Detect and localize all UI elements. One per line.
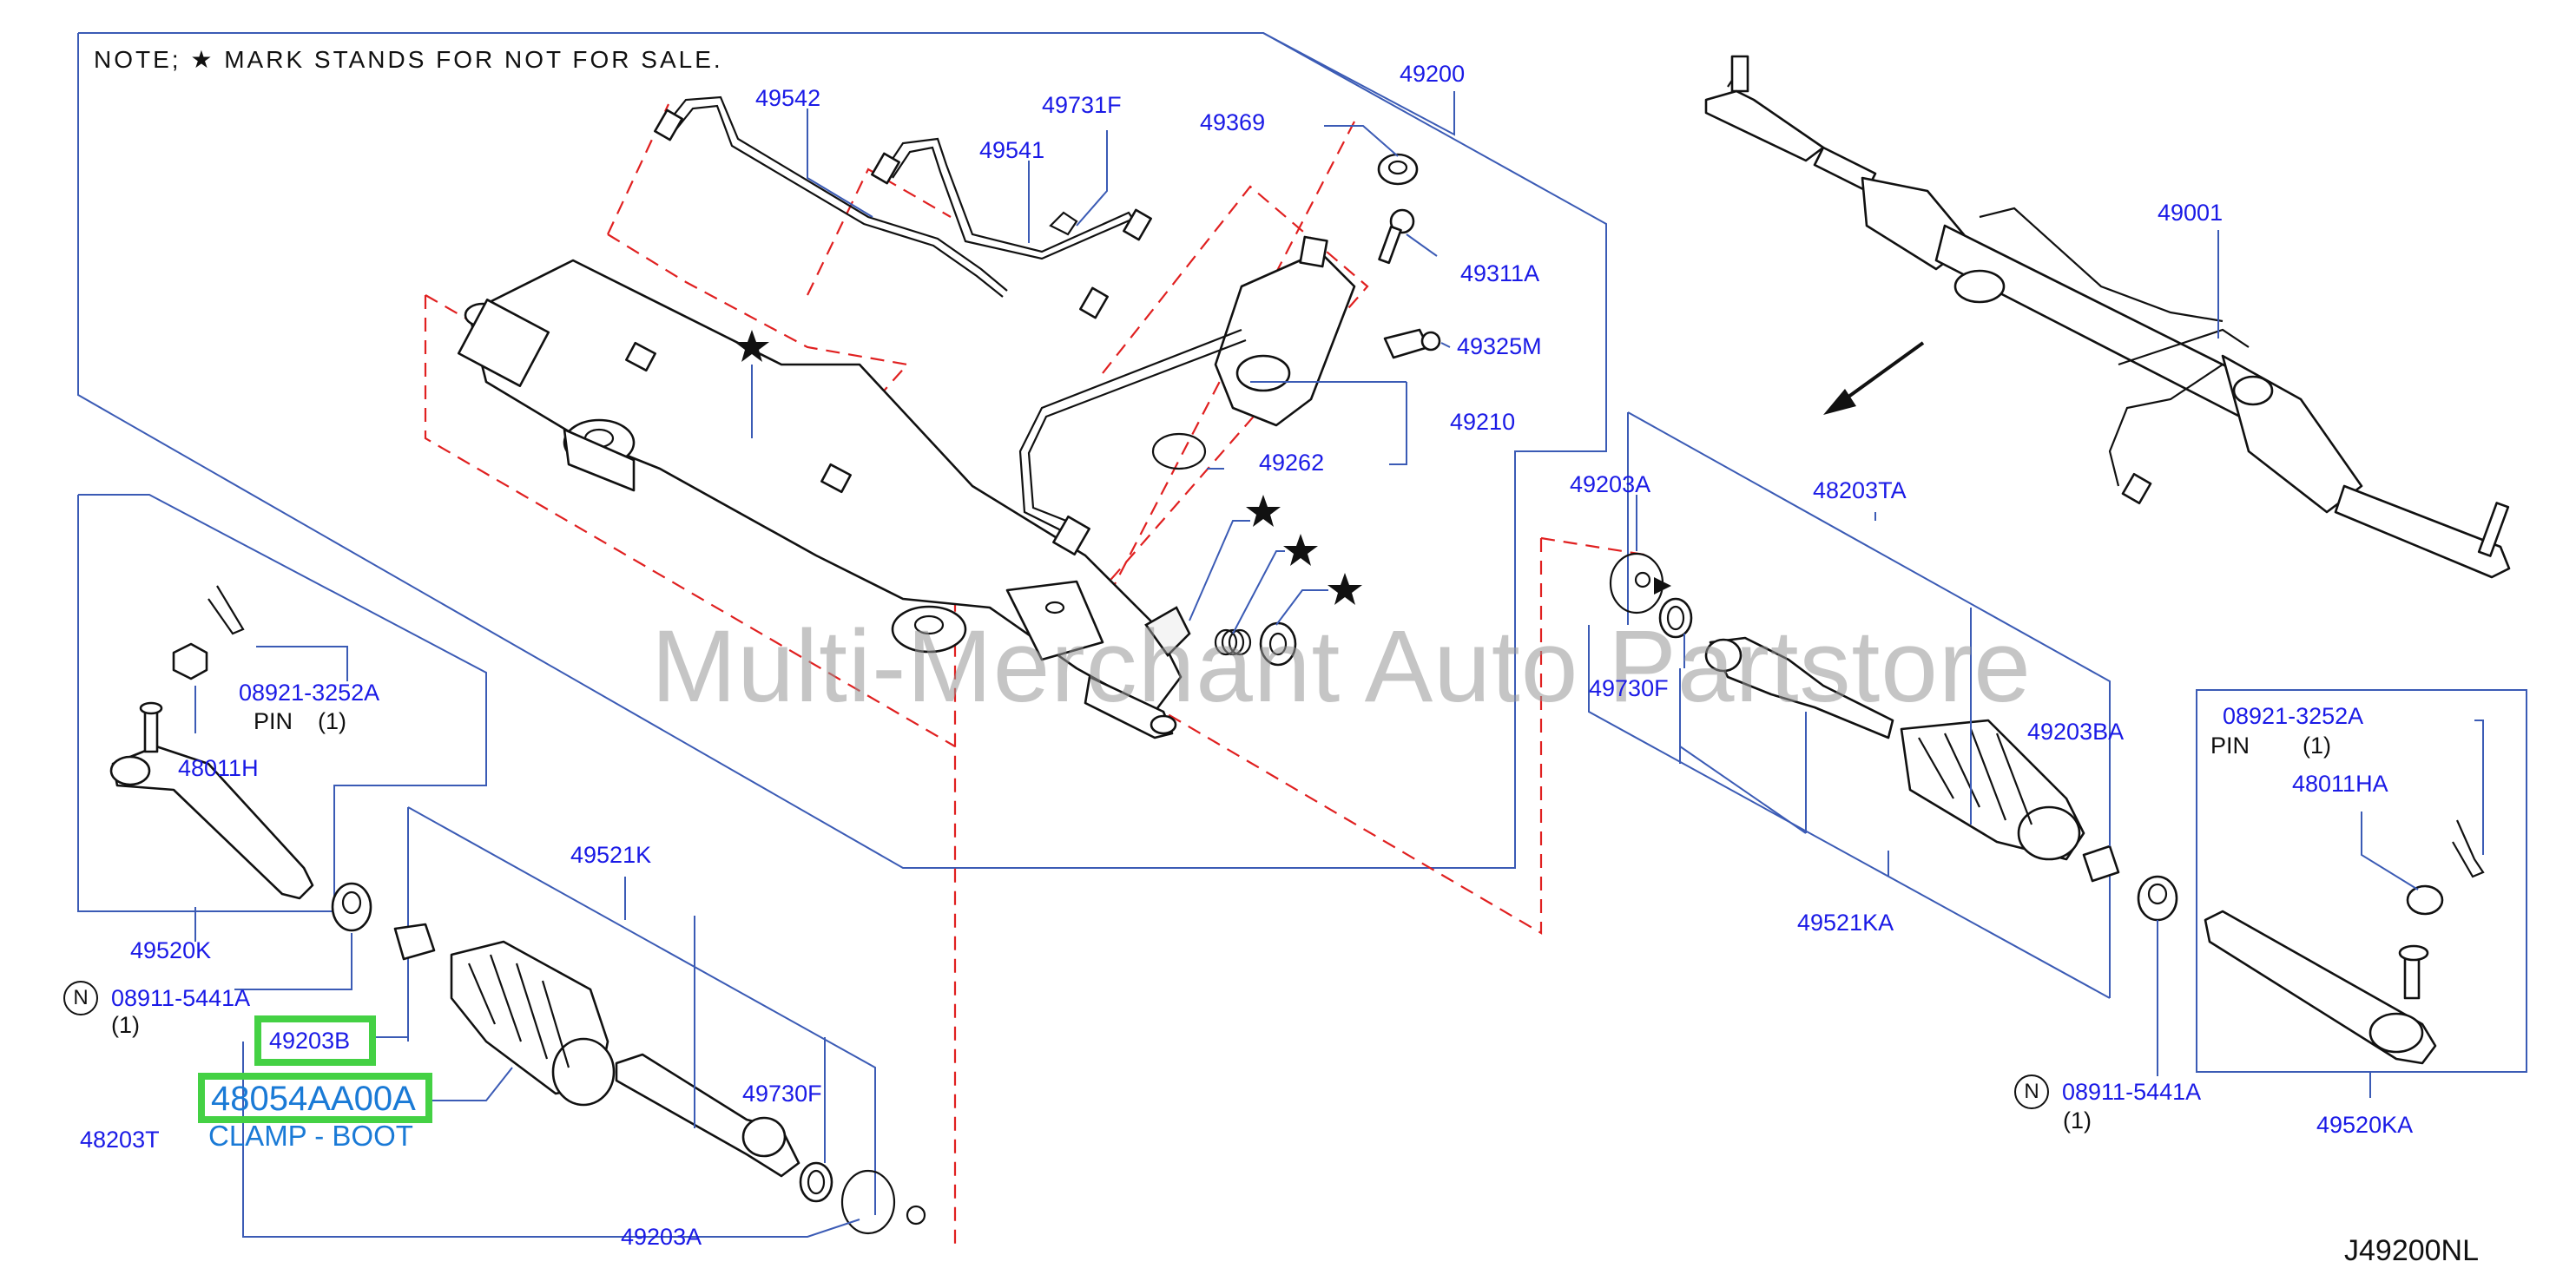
highlight-box-49203b	[254, 1015, 376, 1066]
clamp-49203b	[393, 923, 436, 961]
label-qty-left: (1)	[111, 1012, 140, 1038]
label-08921-left[interactable]: 08921-3252A	[239, 680, 380, 706]
star-mark-rack	[735, 330, 769, 362]
nut-48011h	[172, 642, 208, 680]
label-49730f-right[interactable]: 49730F	[1589, 675, 1669, 701]
part-number-link[interactable]: 48054AA00A	[211, 1080, 416, 1118]
label-08911-left[interactable]: 08911-5441A	[111, 985, 251, 1011]
label-49542[interactable]: 49542	[755, 85, 821, 111]
label-49001[interactable]: 49001	[2158, 200, 2224, 226]
label-49521ka[interactable]: 49521KA	[1797, 910, 1894, 936]
circle-n-left: N	[63, 981, 98, 1015]
group-outline-49200	[77, 32, 1607, 869]
label-49210[interactable]: 49210	[1450, 409, 1516, 435]
label-49521k[interactable]: 49521K	[570, 842, 652, 868]
label-49731f[interactable]: 49731F	[1042, 92, 1122, 118]
label-49203a-right[interactable]: 49203A	[1570, 471, 1651, 497]
steering-rack-housing	[457, 259, 1183, 739]
part-description: CLAMP - BOOT	[208, 1120, 413, 1152]
label-49203b[interactable]: 49203B	[269, 1028, 351, 1054]
group-outline-49520ka	[2196, 689, 2527, 1073]
label-49262[interactable]: 49262	[1259, 450, 1325, 476]
spring-part	[1214, 628, 1252, 656]
hydraulic-lines	[654, 95, 1152, 319]
label-48011h[interactable]: 48011H	[178, 755, 259, 781]
nut-48011ha	[2406, 884, 2444, 916]
label-08921-right[interactable]: 08921-3252A	[2223, 703, 2364, 729]
watermark: Multi-Merchant Auto Partstore	[651, 609, 2032, 724]
label-49520ka[interactable]: 49520KA	[2316, 1112, 2414, 1138]
left-outer-parts	[109, 585, 926, 1235]
fitting-49325m	[1383, 328, 1441, 359]
label-49311a[interactable]: 49311A	[1460, 260, 1540, 286]
clamp-49203ba	[2082, 844, 2120, 883]
label-qty-right: (1)	[2063, 1107, 2092, 1134]
label-49520k[interactable]: 49520K	[130, 937, 212, 963]
ring-49730f-right	[1658, 597, 1693, 639]
label-pin-right-qty: (1)	[2303, 733, 2331, 759]
nut-08911-right	[2137, 875, 2178, 922]
right-inner-parts	[1609, 552, 2178, 922]
nut-08911-left	[331, 882, 372, 932]
cap-part	[1144, 606, 1191, 658]
label-48011ha[interactable]: 48011HA	[2292, 771, 2388, 797]
star-mark-1	[1246, 495, 1281, 527]
group-outline-49521k	[407, 806, 876, 1215]
oring-49203a-left	[840, 1169, 896, 1235]
label-48203ta[interactable]: 48203TA	[1813, 477, 1907, 503]
direction-arrow	[1823, 341, 1925, 415]
cap-49369	[1377, 153, 1419, 186]
label-49203a-left[interactable]: 49203A	[621, 1224, 702, 1250]
highlight-box-part-number	[198, 1073, 432, 1123]
label-49369[interactable]: 49369	[1200, 109, 1266, 135]
star-mark-3	[1328, 573, 1362, 605]
label-pin-left: PIN	[254, 708, 293, 734]
label-49325m[interactable]: 49325M	[1457, 333, 1542, 359]
note-text: NOTE; ★ MARK STANDS FOR NOT FOR SALE.	[94, 46, 723, 73]
label-48203t[interactable]: 48203T	[80, 1127, 160, 1153]
pin-08921-right	[2452, 819, 2485, 878]
label-08911-right[interactable]: 08911-5441A	[2062, 1079, 2202, 1105]
label-49541[interactable]: 49541	[979, 137, 1045, 163]
oring-49262	[1151, 432, 1207, 470]
pin-08921-left	[208, 585, 245, 635]
label-49730f-left[interactable]: 49730F	[742, 1081, 822, 1107]
star-mark-2	[1283, 534, 1318, 566]
label-49200[interactable]: 49200	[1400, 61, 1466, 87]
diagram-code: J49200NL	[2344, 1234, 2480, 1267]
outer-tie-rod-right	[2204, 819, 2485, 1065]
circle-n-right: N	[2014, 1074, 2049, 1109]
label-pin-right: PIN	[2210, 733, 2250, 759]
valve-assembly	[1018, 235, 1356, 556]
inner-tie-rod-left	[615, 1053, 800, 1178]
group-outline-49520k	[77, 494, 487, 912]
inner-tie-rod-right	[1709, 636, 1894, 739]
tie-rod-end-left	[111, 745, 314, 900]
complete-rack-assembly	[1704, 55, 2511, 579]
ring-49730f-left	[799, 1161, 833, 1203]
bolt-49311a	[1378, 208, 1415, 265]
group-outline-49521ka	[1627, 411, 2111, 998]
label-49203ba[interactable]: 49203BA	[2027, 719, 2125, 745]
leader-lines	[194, 32, 2484, 1238]
label-pin-left-qty: (1)	[318, 708, 346, 734]
